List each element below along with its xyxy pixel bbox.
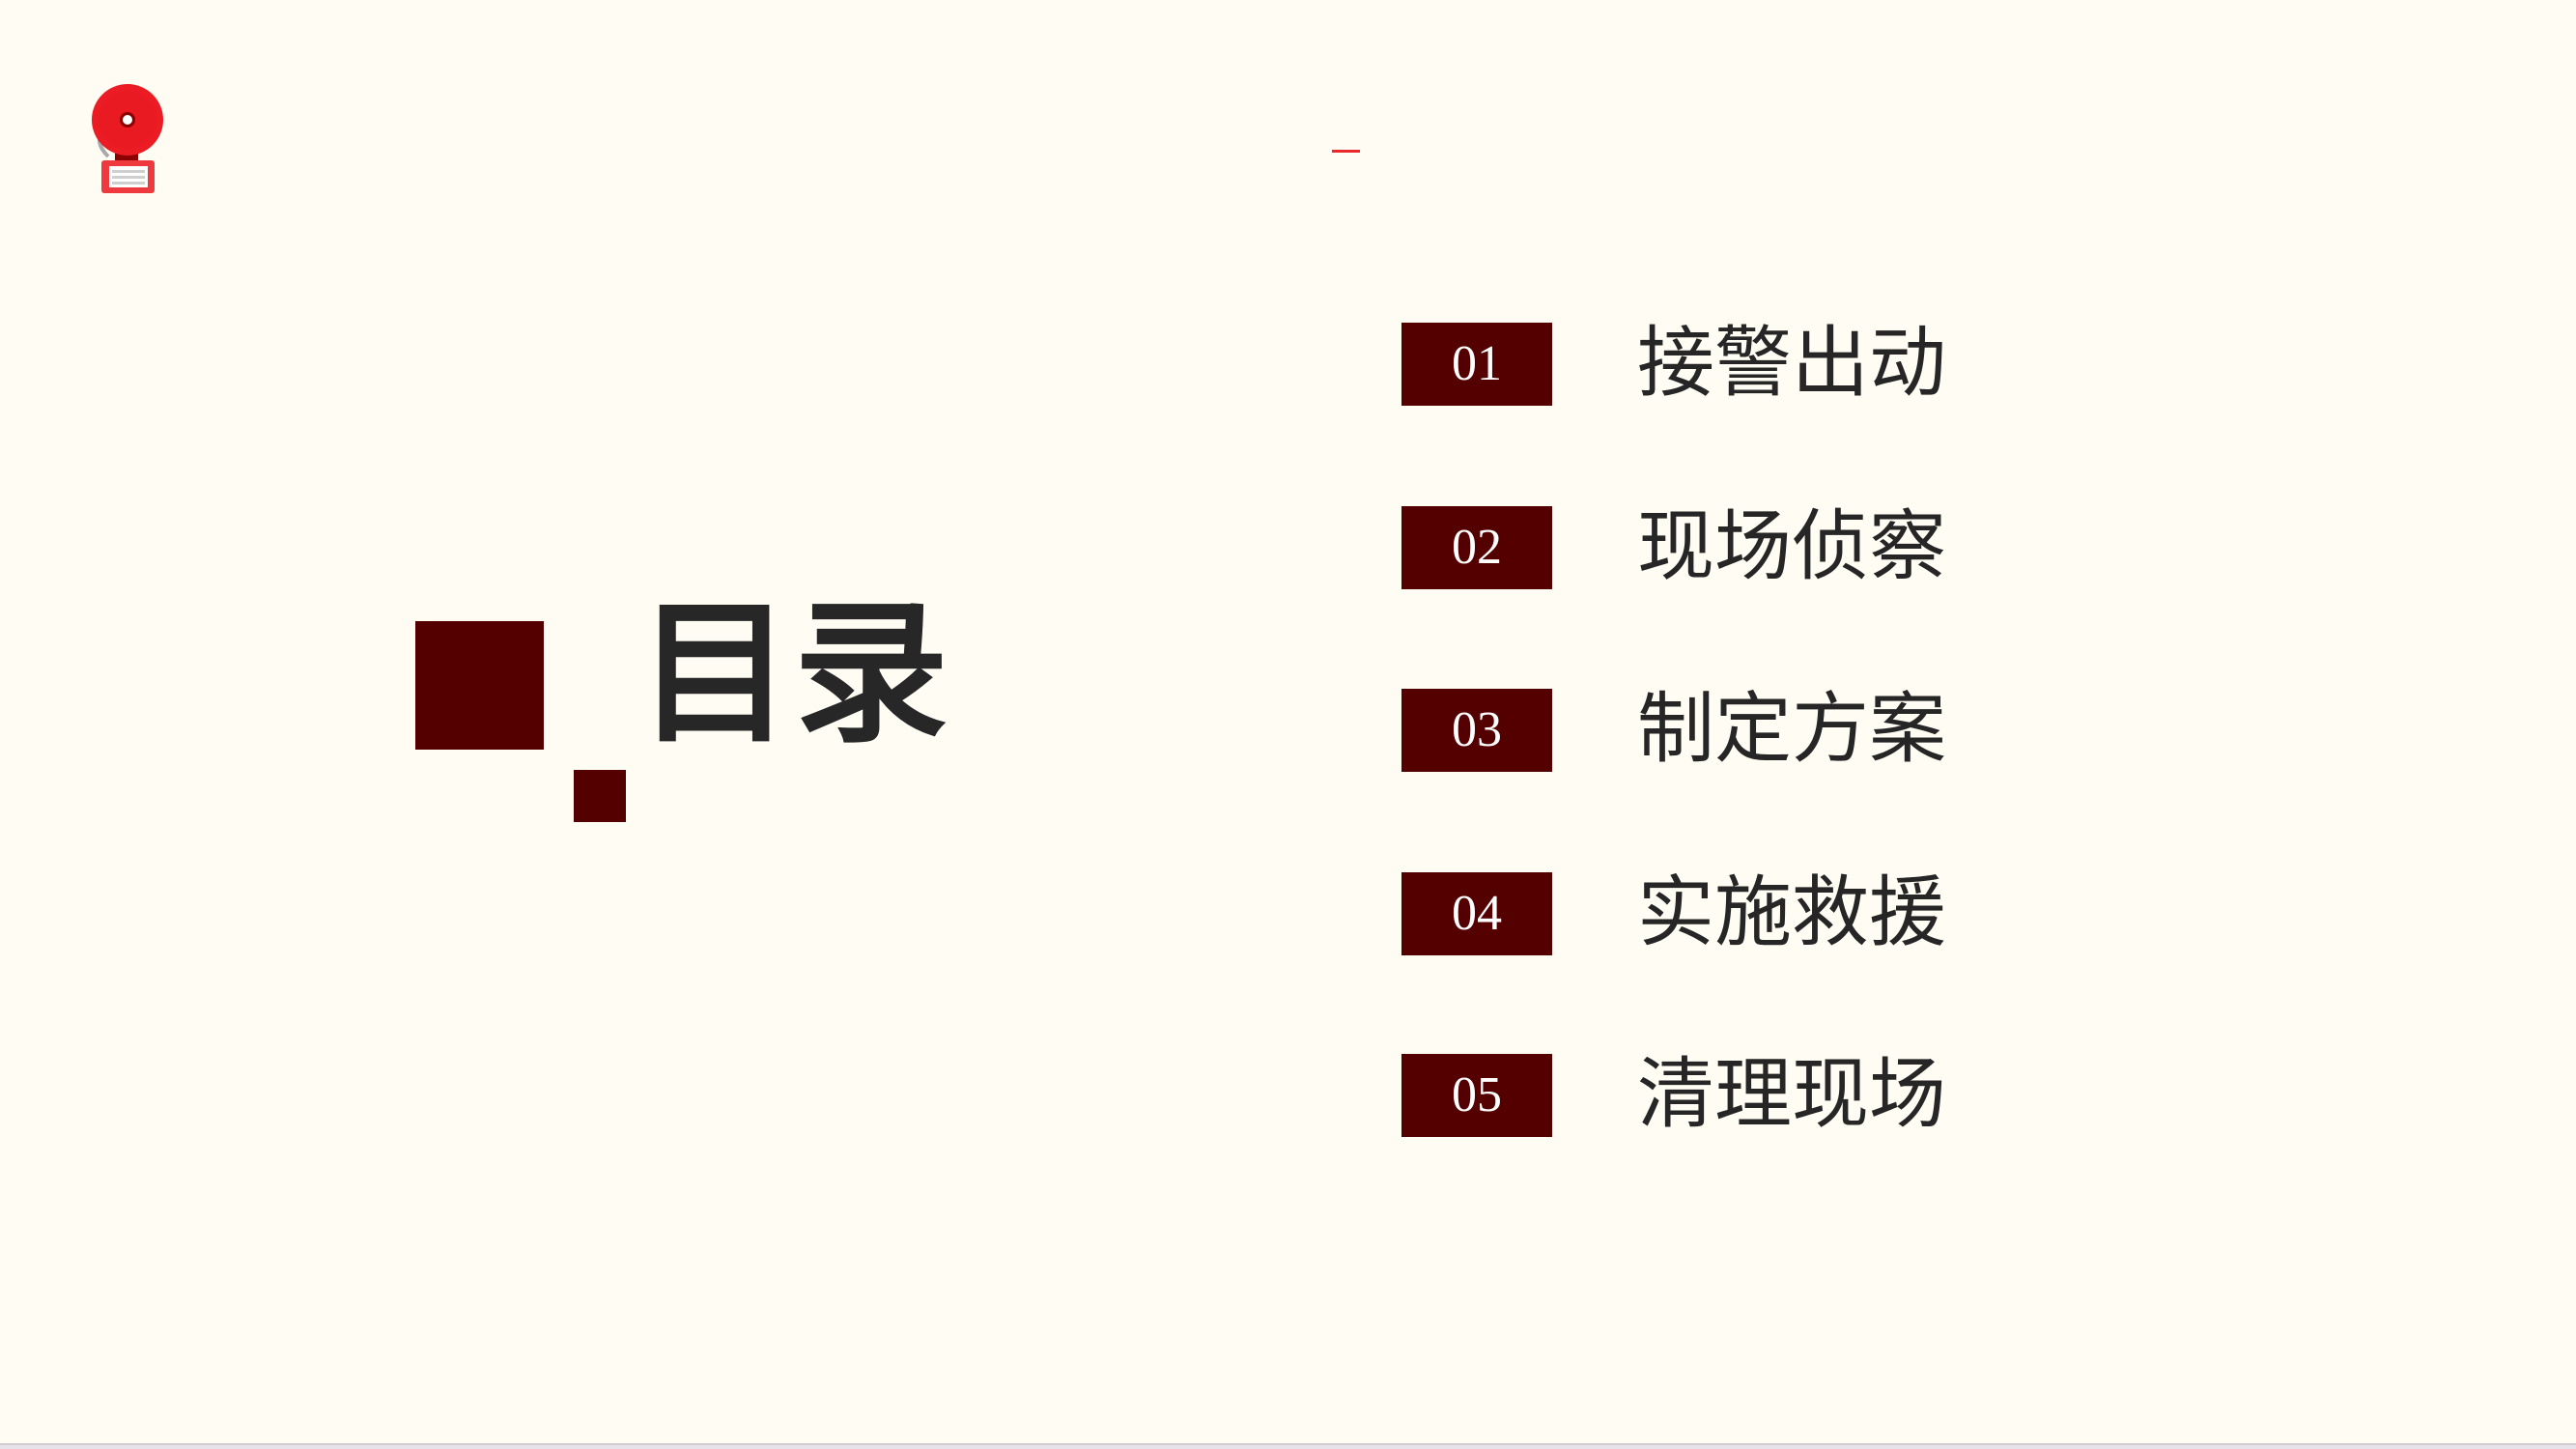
toc-number: 01 [1401,323,1552,406]
toc-number: 02 [1401,506,1552,589]
toc-item-03[interactable]: 03 制定方案 [1401,684,2078,774]
toc-label: 现场侦察 [1637,501,1946,591]
toc-item-05[interactable]: 05 清理现场 [1401,1049,2078,1139]
page-title: 目录 [637,583,951,764]
toc-label: 清理现场 [1637,1049,1946,1139]
toc-number: 05 [1401,1054,1552,1137]
toc-item-01[interactable]: 01 接警出动 [1401,318,2078,408]
bottom-border [0,1443,2576,1449]
decorative-dash [1332,150,1360,153]
decorative-square-small [574,770,626,822]
toc-number: 03 [1401,689,1552,772]
toc-label: 实施救援 [1637,867,1946,957]
decorative-square-large [415,621,544,750]
toc-label: 制定方案 [1637,684,1946,774]
toc-label: 接警出动 [1637,318,1946,408]
fire-alarm-bell-icon [92,84,163,193]
toc-item-02[interactable]: 02 现场侦察 [1401,501,2078,591]
toc-number: 04 [1401,872,1552,955]
toc-item-04[interactable]: 04 实施救援 [1401,867,2078,957]
